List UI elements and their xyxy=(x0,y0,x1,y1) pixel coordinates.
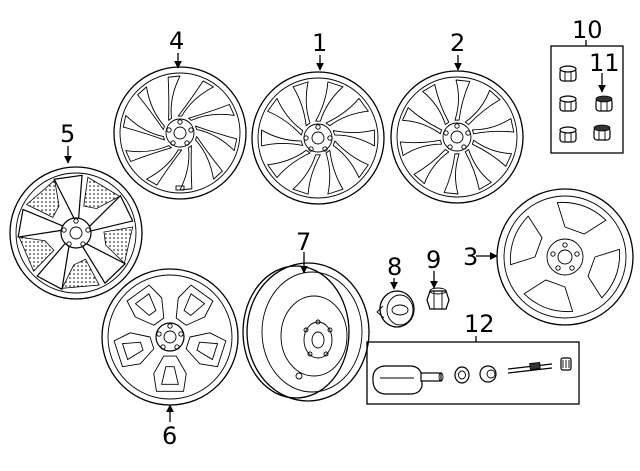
callout-12: 12 xyxy=(464,310,495,338)
wheel-1-alloy-split-spoke[interactable] xyxy=(251,71,385,205)
callout-6: 6 xyxy=(162,422,177,450)
lug-nut-kit-box[interactable] xyxy=(550,40,624,154)
callout-9: 9 xyxy=(426,246,441,274)
callout-1: 1 xyxy=(312,29,327,57)
callout-11: 11 xyxy=(589,49,620,77)
wheel-6-alloy-five-y-spoke[interactable] xyxy=(101,268,239,406)
callout-2: 2 xyxy=(450,29,465,57)
wheel-2-alloy-multi-spoke[interactable] xyxy=(390,70,524,204)
wheel-3-steel[interactable] xyxy=(496,188,634,326)
wheel-5-alloy-five-blade[interactable] xyxy=(9,166,143,300)
callout-8: 8 xyxy=(387,253,402,281)
callout-4: 4 xyxy=(169,27,184,55)
callout-3: 3 xyxy=(463,243,478,271)
tpms-sensor-box[interactable] xyxy=(366,336,580,405)
center-cap[interactable] xyxy=(376,290,415,328)
wheel-7-spare[interactable] xyxy=(242,262,370,402)
lug-nut[interactable] xyxy=(426,287,450,310)
wheel-4-alloy-twisted-spoke[interactable] xyxy=(113,66,247,200)
callout-5: 5 xyxy=(60,120,75,148)
callout-10: 10 xyxy=(572,16,603,44)
callout-7: 7 xyxy=(296,228,311,256)
